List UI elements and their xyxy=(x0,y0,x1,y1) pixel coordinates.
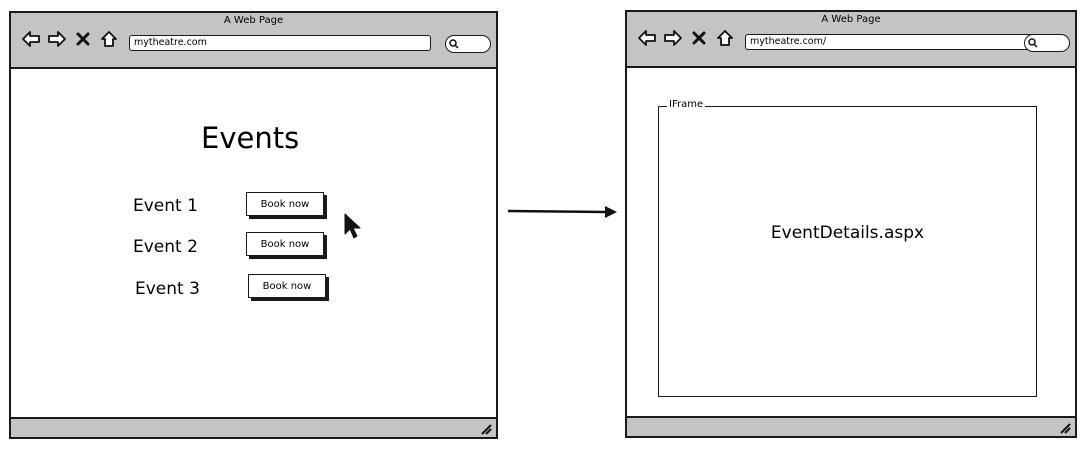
resize-grip-icon[interactable] xyxy=(1059,422,1071,434)
status-bar xyxy=(11,417,496,437)
search-icon xyxy=(1028,38,1038,48)
iframe-label: IFrame xyxy=(667,99,706,110)
home-icon[interactable] xyxy=(715,28,735,48)
window-title: A Web Page xyxy=(223,15,284,26)
address-bar[interactable]: mytheatre.com xyxy=(129,35,431,51)
event-label: Event 3 xyxy=(135,279,200,299)
nav-buttons xyxy=(21,29,119,49)
resize-grip-icon[interactable] xyxy=(480,423,492,435)
status-bar xyxy=(627,416,1075,436)
search-icon xyxy=(449,39,459,49)
address-bar[interactable]: mytheatre.com/ xyxy=(745,34,1039,50)
browser-window-events: A Web Page mytheatre.com Events Event 1 … xyxy=(9,11,498,439)
page-heading: Events xyxy=(201,121,300,155)
close-icon[interactable] xyxy=(73,29,93,49)
iframe-container: IFrame EventDetails.aspx xyxy=(658,99,1037,397)
home-icon[interactable] xyxy=(99,29,119,49)
browser-titlebar: A Web Page mytheatre.com/ xyxy=(627,12,1075,68)
book-now-button[interactable]: Book now xyxy=(248,274,326,298)
search-box[interactable] xyxy=(445,35,491,53)
mouse-cursor-icon xyxy=(344,213,362,243)
book-now-button[interactable]: Book now xyxy=(246,192,324,216)
close-icon[interactable] xyxy=(689,28,709,48)
window-title: A Web Page xyxy=(821,14,881,25)
browser-window-event-details: A Web Page mytheatre.com/ IFrame EventDe… xyxy=(625,10,1077,438)
nav-buttons xyxy=(637,28,735,48)
event-label: Event 1 xyxy=(133,196,198,216)
search-box[interactable] xyxy=(1024,34,1070,52)
iframe-content-text: EventDetails.aspx xyxy=(770,223,925,243)
forward-icon[interactable] xyxy=(47,29,67,49)
browser-titlebar: A Web Page mytheatre.com xyxy=(11,13,496,69)
back-icon[interactable] xyxy=(21,29,41,49)
forward-icon[interactable] xyxy=(663,28,683,48)
book-now-button[interactable]: Book now xyxy=(246,232,324,256)
arrow-icon xyxy=(507,202,619,226)
event-label: Event 2 xyxy=(133,237,198,257)
back-icon[interactable] xyxy=(637,28,657,48)
